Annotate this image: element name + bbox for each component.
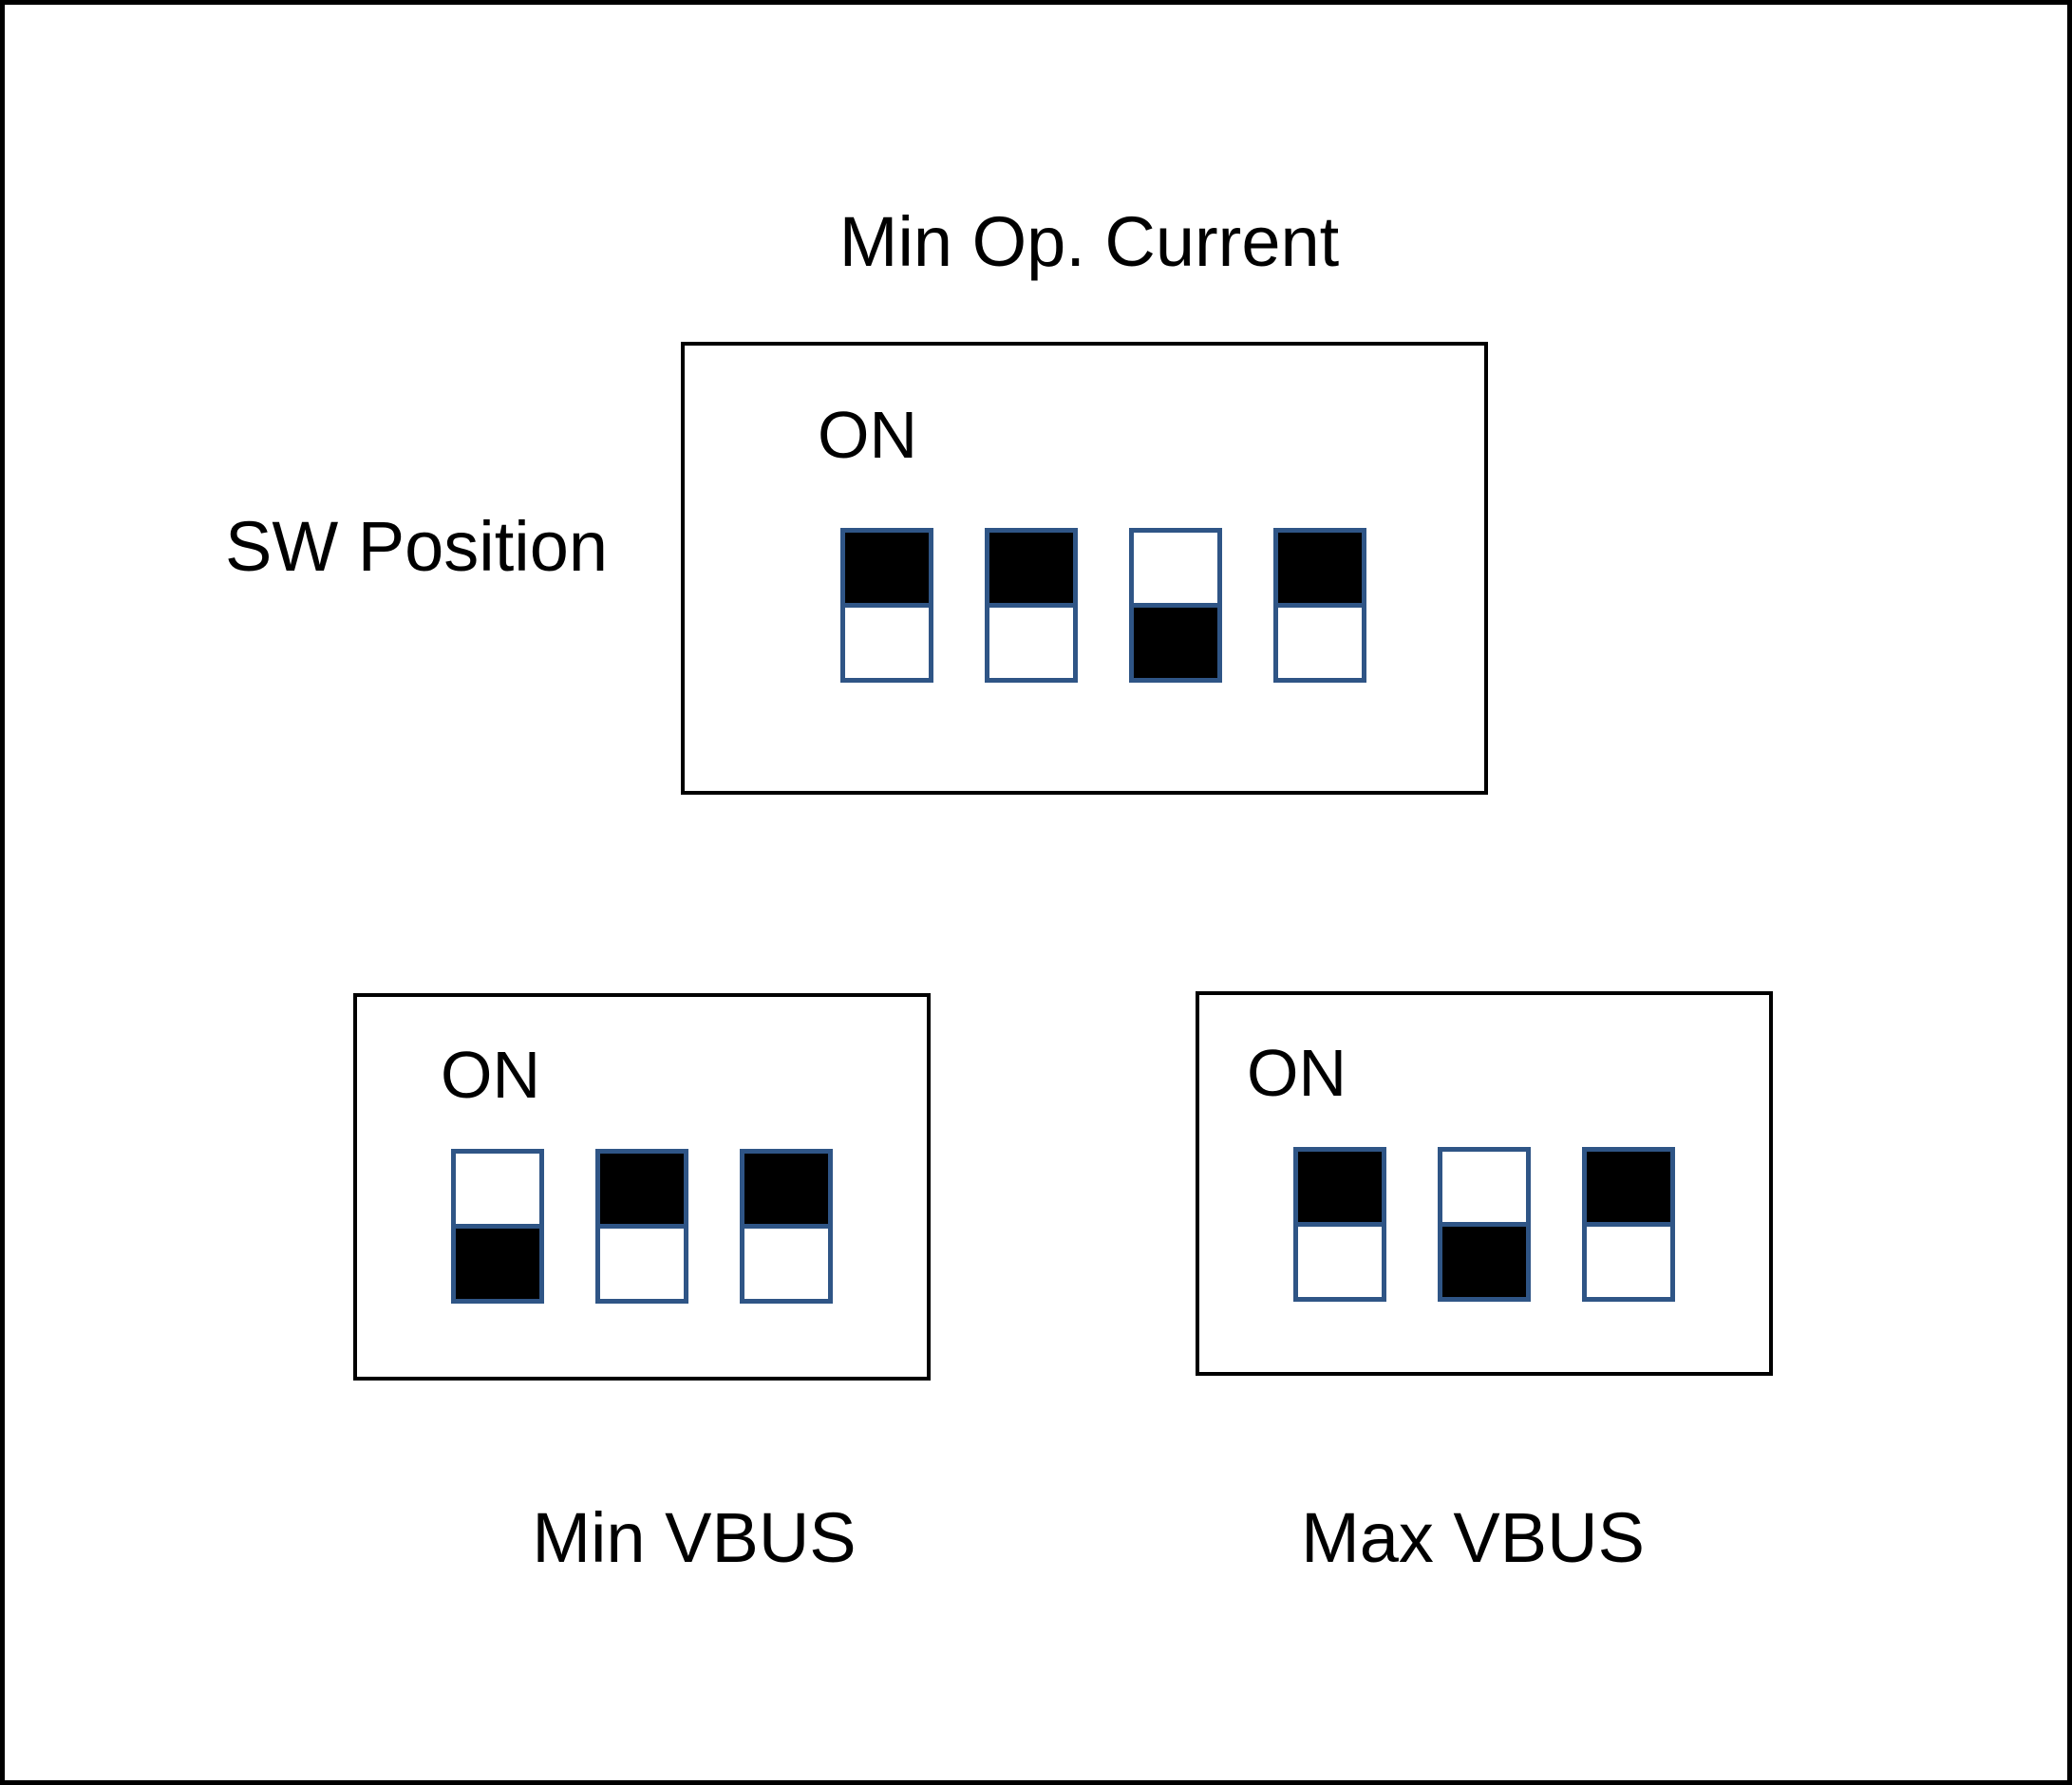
- switch-off-position-cell: [1293, 1222, 1386, 1302]
- dip-switch-off: [451, 1149, 544, 1304]
- dip-switch-on: [595, 1149, 688, 1304]
- switch-off-position-cell: [1273, 603, 1366, 683]
- dip-switch-on: [740, 1149, 833, 1304]
- on-label: ON: [1247, 1036, 1347, 1110]
- on-label: ON: [818, 398, 917, 472]
- switch-on-position-cell: [740, 1149, 833, 1229]
- switch-off-position-cell: [1438, 1222, 1531, 1302]
- switch-row: [1199, 1147, 1769, 1302]
- switch-on-position-cell: [1273, 528, 1366, 608]
- dip-switch-off: [1129, 528, 1222, 683]
- min-vbus-label: Min VBUS: [532, 1498, 857, 1577]
- switch-on-position-cell: [985, 528, 1078, 608]
- on-label: ON: [441, 1038, 540, 1112]
- dip-switch-on: [1582, 1147, 1675, 1302]
- switch-on-position-cell: [1582, 1147, 1675, 1227]
- switch-on-position-cell: [1293, 1147, 1386, 1227]
- dip-switch-on: [1293, 1147, 1386, 1302]
- switch-off-position-cell: [840, 603, 933, 683]
- dip-switch-on: [1273, 528, 1366, 683]
- max-vbus-label: Max VBUS: [1301, 1498, 1645, 1577]
- switch-row: [357, 1149, 927, 1304]
- dip-switch-on: [985, 528, 1078, 683]
- dip-switch-off: [1438, 1147, 1531, 1302]
- sw-position-label: SW Position: [225, 507, 609, 586]
- switch-off-position-cell: [1129, 603, 1222, 683]
- switch-off-position-cell: [985, 603, 1078, 683]
- min-vbus-box: ON: [353, 993, 931, 1381]
- switch-on-position-cell: [595, 1149, 688, 1229]
- dip-switch-on: [840, 528, 933, 683]
- switch-on-position-cell: [840, 528, 933, 608]
- switch-off-position-cell: [595, 1224, 688, 1304]
- switch-on-position-cell: [451, 1149, 544, 1229]
- switch-row: [723, 528, 1484, 683]
- switch-off-position-cell: [1582, 1222, 1675, 1302]
- switch-off-position-cell: [740, 1224, 833, 1304]
- min-op-current-title: Min Op. Current: [838, 202, 1340, 281]
- switch-on-position-cell: [1129, 528, 1222, 608]
- switch-off-position-cell: [451, 1224, 544, 1304]
- switch-on-position-cell: [1438, 1147, 1531, 1227]
- min-op-current-box: ON: [681, 342, 1488, 795]
- max-vbus-box: ON: [1196, 991, 1773, 1376]
